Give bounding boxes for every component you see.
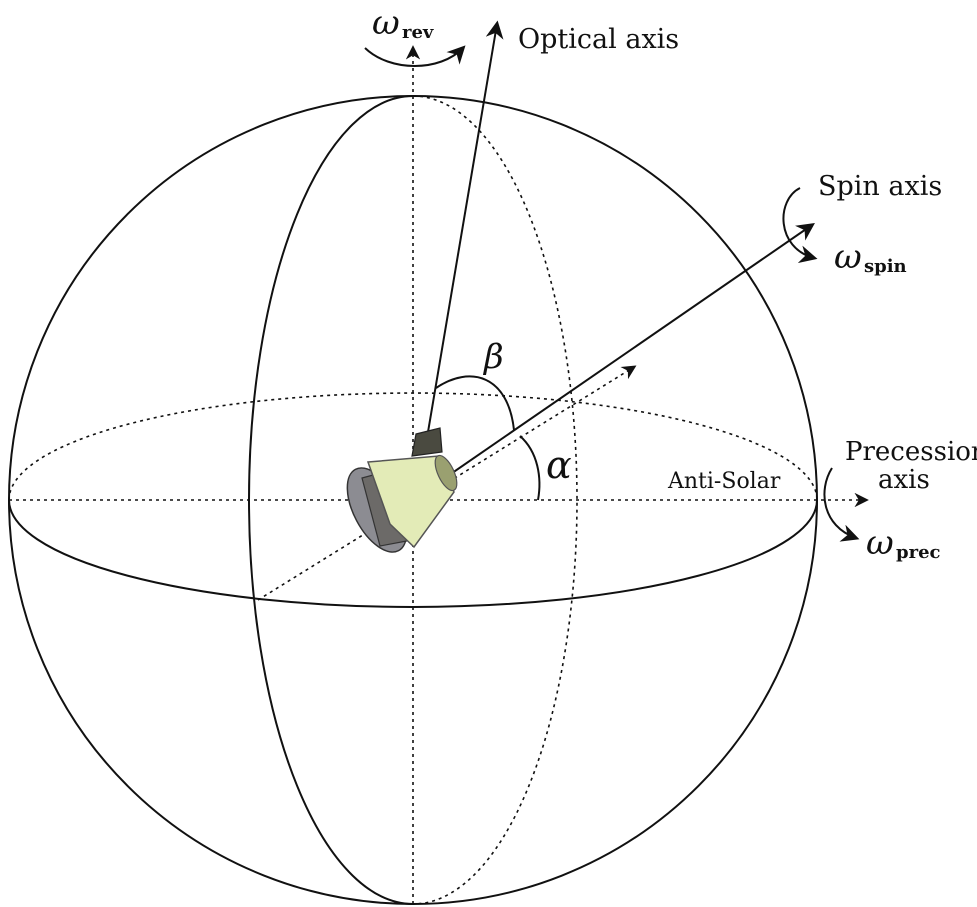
spin-axis-label: Spin axis bbox=[818, 171, 942, 202]
prec-rotation-arrow bbox=[823, 467, 860, 542]
label-omega-prec: ω prec bbox=[866, 523, 941, 563]
precession-label-line1: Precession bbox=[845, 437, 977, 467]
rev-rotation-arrow bbox=[364, 45, 466, 67]
omega-rev-symbol: ω bbox=[372, 3, 400, 43]
spin-rotation-arrow bbox=[782, 187, 818, 264]
optical-axis-line bbox=[427, 20, 504, 433]
label-omega-spin: ω spin bbox=[834, 237, 907, 277]
alpha-label: α bbox=[546, 443, 572, 487]
spacecraft-icon bbox=[346, 427, 458, 553]
optical-axis-label: Optical axis bbox=[518, 24, 679, 55]
spacecraft-cone bbox=[366, 455, 455, 549]
beta-label: β bbox=[482, 337, 504, 377]
omega-spin-symbol: ω bbox=[834, 237, 862, 277]
spin-axis-line bbox=[412, 222, 815, 501]
omega-prec-symbol: ω bbox=[866, 523, 894, 563]
spacecraft-panel bbox=[411, 427, 443, 457]
precession-label-line2: axis bbox=[878, 465, 930, 495]
anti-solar-label: Anti-Solar bbox=[667, 469, 781, 494]
spacecraft-cone-rim bbox=[434, 454, 458, 492]
beta-angle-arc bbox=[435, 375, 515, 431]
label-omega-rev: ω rev bbox=[372, 3, 434, 43]
alpha-angle-arc bbox=[519, 435, 541, 501]
omega-prec-subscript: prec bbox=[896, 542, 941, 563]
omega-rev-subscript: rev bbox=[402, 22, 434, 43]
omega-spin-subscript: spin bbox=[864, 256, 907, 277]
